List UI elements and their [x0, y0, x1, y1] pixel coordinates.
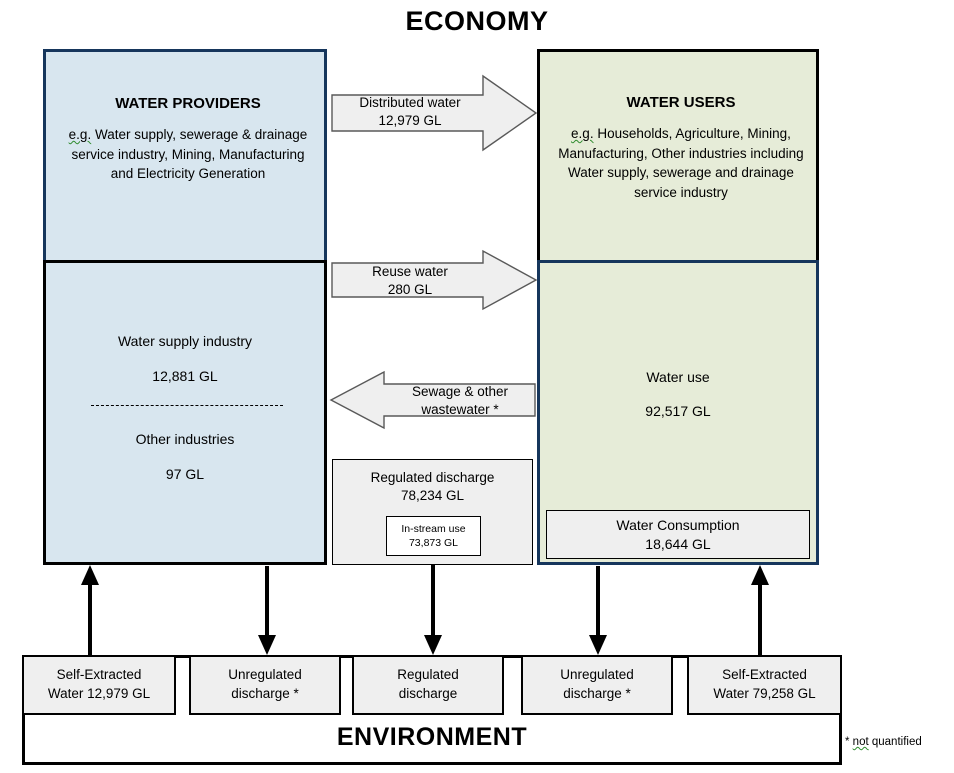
water-use-value: 92,517 GL	[645, 403, 711, 419]
water-consumption-value: 18,644 GL	[645, 535, 711, 552]
water-providers-description: e.g. Water supply, sewerage & drainage s…	[60, 125, 316, 184]
unregulated-discharge-users-arrow	[589, 566, 607, 655]
environment-cell-regulated-discharge: Regulated discharge	[352, 655, 504, 715]
water-providers-heading: WATER PROVIDERS	[115, 95, 261, 112]
eg-prefix-providers: e.g.	[68, 127, 92, 142]
water-providers-description-text: Water supply, sewerage & drainage servic…	[71, 127, 308, 182]
in-stream-use-label: In-stream use	[401, 522, 466, 535]
other-industries-label: Other industries	[135, 431, 235, 447]
other-industries-value: 97 GL	[165, 466, 205, 482]
environment-cell-unregulated-discharge-users: Unregulated discharge *	[521, 655, 673, 715]
footnote-text-2: quantified	[868, 736, 922, 748]
water-supply-industry-value: 12,881 GL	[152, 368, 218, 384]
water-users-description: e.g. Households, Agriculture, Mining, Ma…	[550, 124, 812, 202]
environment-cell-self-extracted-providers: Self-Extracted Water 12,979 GL	[22, 655, 176, 715]
water-consumption-text: Water Consumption 18,644 GL	[616, 516, 739, 554]
regulated-discharge-label: Regulated discharge	[370, 470, 495, 485]
water-use-box: Water use 92,517 GL Water Consumption 18…	[537, 260, 819, 565]
env-cell-line2: discharge *	[231, 686, 299, 701]
in-stream-use-value: 73,873 GL	[408, 537, 459, 549]
water-users-description-text: Households, Agriculture, Mining, Manufac…	[558, 126, 804, 200]
environment-cell-self-extracted-users: Self-Extracted Water 79,258 GL	[687, 655, 842, 715]
env-cell-line2: discharge *	[563, 686, 631, 701]
env-cell-line1: Regulated	[397, 667, 459, 683]
in-stream-use-text: In-stream use 73,873 GL	[401, 522, 465, 550]
water-providers-box: WATER PROVIDERS e.g. Water supply, sewer…	[43, 49, 327, 261]
env-cell-line1: Self-Extracted	[722, 667, 807, 683]
environment-cell-text: Regulated discharge	[397, 666, 459, 704]
env-cell-line2: Water 79,258 GL	[713, 686, 816, 701]
env-cell-line1: Unregulated	[228, 667, 302, 683]
unregulated-discharge-providers-arrow	[258, 566, 276, 655]
water-users-heading: WATER USERS	[626, 94, 736, 111]
env-cell-line2: Water 12,979 GL	[47, 686, 151, 701]
in-stream-use-box: In-stream use 73,873 GL	[386, 516, 481, 556]
self-extracted-water-users-arrow	[751, 565, 769, 655]
divider	[91, 405, 283, 406]
water-use-label: Water use	[646, 369, 710, 385]
self-extracted-water-providers-arrow	[81, 565, 99, 655]
footnote-star: *	[845, 736, 853, 748]
environment-cell-text: Unregulated discharge *	[228, 666, 302, 704]
water-providers-detail-box: Water supply industry 12,881 GL Other in…	[43, 260, 327, 565]
left-arrow-icon	[329, 370, 536, 430]
footnote-text: not	[852, 736, 869, 748]
water-supply-industry-label: Water supply industry	[117, 333, 253, 349]
env-cell-line1: Unregulated	[560, 667, 634, 683]
footnote-not-quantified: * not quantified	[845, 736, 954, 748]
right-arrow-icon	[331, 249, 538, 311]
right-arrow-icon	[331, 74, 538, 152]
env-cell-line2: discharge	[398, 686, 458, 701]
water-consumption-box: Water Consumption 18,644 GL	[546, 510, 810, 559]
environment-cell-unregulated-discharge-providers: Unregulated discharge *	[189, 655, 341, 715]
environment-title-wrap: ENVIRONMENT	[22, 712, 842, 762]
water-consumption-label: Water Consumption	[616, 516, 740, 533]
water-users-box: WATER USERS e.g. Households, Agriculture…	[537, 49, 819, 261]
env-cell-line1: Self-Extracted	[56, 667, 142, 683]
page-title: ECONOMY	[405, 6, 549, 36]
eg-prefix-users: e.g.	[571, 126, 594, 141]
environment-cell-text: Self-Extracted Water 12,979 GL	[48, 666, 150, 704]
environment-cell-text: Unregulated discharge *	[560, 666, 634, 704]
regulated-discharge-arrow	[424, 565, 442, 655]
regulated-discharge-value: 78,234 GL	[400, 488, 465, 504]
regulated-discharge-text: Regulated discharge 78,234 GL	[333, 469, 532, 505]
environment-cell-text: Self-Extracted Water 79,258 GL	[713, 666, 815, 704]
regulated-discharge-box: Regulated discharge 78,234 GL In-stream …	[332, 459, 533, 565]
environment-title: ENVIRONMENT	[336, 722, 528, 751]
